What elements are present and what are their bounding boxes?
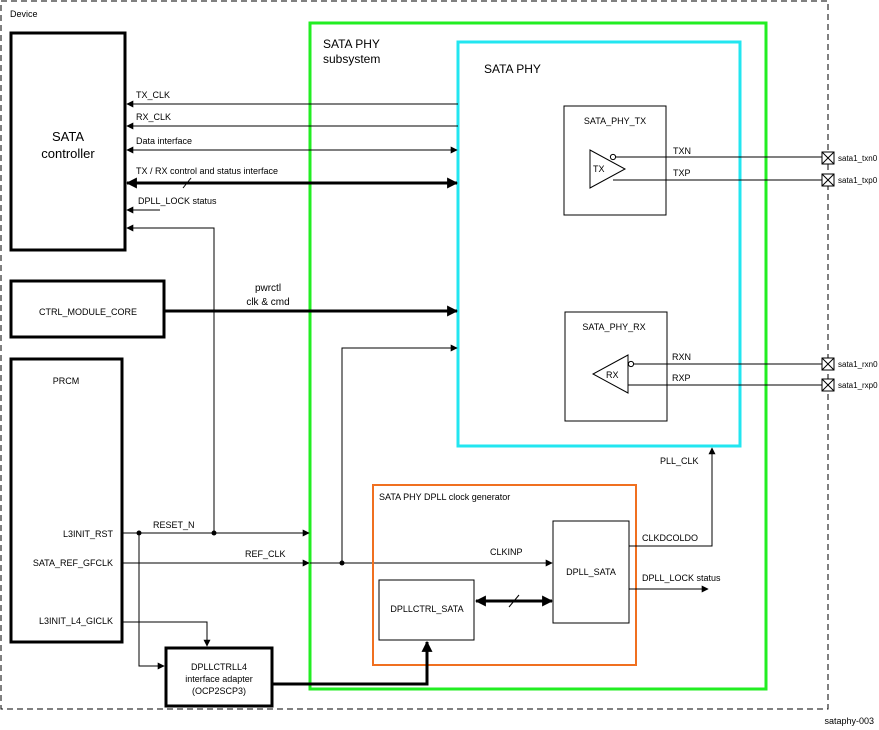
tx-amplifier-label: TX <box>593 164 605 174</box>
adapter-to-dpllctrl-wire <box>272 640 433 686</box>
pin-txp-icon <box>821 173 835 187</box>
prcm-label: PRCM <box>53 376 80 386</box>
prcm-port-l3init-rst: L3INIT_RST <box>63 529 114 539</box>
dpllctrll4-adapter-box <box>164 646 274 708</box>
pin-txp-label: sata1_txp0 <box>838 176 878 185</box>
rxp-signal-label: RXP <box>672 373 691 383</box>
clkdcoldo-to-phy-wire <box>629 447 716 547</box>
ctrl-module-box <box>9 279 166 339</box>
pin-rxn-icon <box>821 357 835 371</box>
dpll-lock-label: DPLL_LOCK status <box>138 196 217 206</box>
phy-tx-label: SATA_PHY_TX <box>584 116 646 126</box>
sata-phy-label: SATA PHY <box>484 62 541 76</box>
dpll-sata-label: DPLL_SATA <box>566 567 616 577</box>
subsystem-label-2: subsystem <box>323 52 380 66</box>
sata-controller-box <box>9 31 127 252</box>
dpll-generator-box <box>372 484 637 666</box>
ctrl-status-bus-slash <box>182 177 192 189</box>
pwrctl-label: pwrctl <box>255 283 281 294</box>
prcm-box <box>9 357 124 644</box>
txn-inversion-bubble <box>609 153 617 161</box>
adapter-label-2: interface adapter <box>185 674 253 684</box>
rx-amplifier-icon <box>591 354 629 394</box>
rxn-inversion-bubble <box>627 360 635 368</box>
ref-clk-label: REF_CLK <box>245 549 286 559</box>
rx-amplifier-label: RX <box>606 370 619 380</box>
device-boundary <box>0 0 829 710</box>
dpllctrl-sata-label: DPLLCTRL_SATA <box>390 604 463 614</box>
adapter-label-3: (OCP2SCP3) <box>192 686 246 696</box>
rxn-signal-label: RXN <box>672 352 691 362</box>
subsystem-label-1: SATA PHY <box>323 37 380 51</box>
sata-phy-box <box>456 40 742 448</box>
l4-clk-to-adapter-wire <box>122 621 211 647</box>
pll-clk-label: PLL_CLK <box>660 456 699 466</box>
phy-rx-label: SATA_PHY_RX <box>582 322 645 332</box>
device-label: Device <box>10 9 38 19</box>
figure-id: sataphy-003 <box>824 716 874 726</box>
ctrl-status-label: TX / RX control and status interface <box>136 166 278 176</box>
sata-phy-subsystem-box <box>308 21 768 691</box>
phy-tx-box <box>563 105 667 216</box>
adapter-label-1: DPLLCTRLL4 <box>191 662 247 672</box>
dpll-lock-out-label: DPLL_LOCK status <box>642 573 721 583</box>
prcm-port-l3init-l4-giclk: L3INIT_L4_GICLK <box>39 616 113 626</box>
dpll-generator-label: SATA PHY DPLL clock generator <box>379 492 510 502</box>
dpllctrl-bus-slash <box>508 594 520 608</box>
sata-controller-label-1: SATA <box>52 129 84 144</box>
txp-signal-label: TXP <box>673 168 691 178</box>
tx-amplifier-icon <box>589 149 627 189</box>
pin-rxn-label: sata1_rxn0 <box>838 360 878 369</box>
pin-rxp-icon <box>821 378 835 392</box>
dpll-sata-box <box>552 520 630 624</box>
data-interface-label: Data interface <box>136 136 192 146</box>
pin-txn-label: sata1_txn0 <box>838 154 878 163</box>
dpllctrl-sata-box <box>378 579 475 641</box>
prcm-port-sata-ref-gfclk: SATA_REF_GFCLK <box>33 558 113 568</box>
reset-to-controller-wire <box>126 224 215 533</box>
clkdcoldo-label: CLKDCOLDO <box>642 533 698 543</box>
clkinp-label: CLKINP <box>490 547 523 557</box>
pin-rxp-label: sata1_rxp0 <box>838 381 878 390</box>
ctrl-module-label: CTRL_MODULE_CORE <box>39 307 137 317</box>
txn-signal-label: TXN <box>673 146 691 156</box>
reset-junction-right <box>211 530 217 536</box>
reset-to-adapter-wire <box>138 533 165 670</box>
rx-clk-label: RX_CLK <box>136 112 171 122</box>
pin-txn-icon <box>821 151 835 165</box>
sata-controller-label-2: controller <box>41 146 95 161</box>
tx-clk-label: TX_CLK <box>136 90 170 100</box>
ref-clk-to-phy-wire <box>341 344 458 563</box>
reset-n-label: RESET_N <box>153 520 195 530</box>
clk-cmd-label: clk & cmd <box>246 297 289 308</box>
